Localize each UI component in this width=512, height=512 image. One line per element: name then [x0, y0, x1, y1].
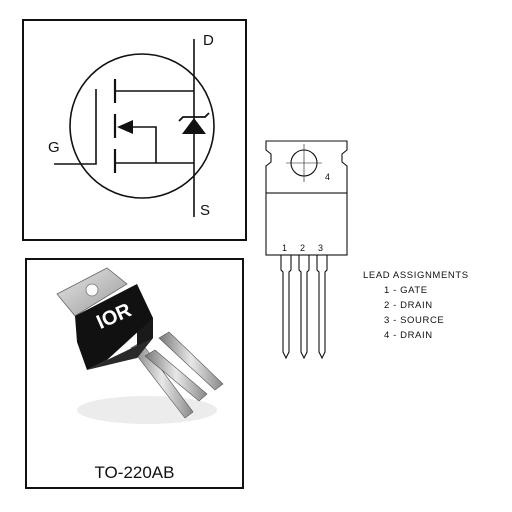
tab-number-label: 4 [325, 172, 331, 182]
diode-cathode-bar [178, 112, 210, 122]
symbol-circle [69, 53, 215, 199]
lead-3 [158, 331, 224, 391]
source-label: S [200, 202, 211, 219]
lead-outline-1 [280, 255, 292, 360]
lead-number-3: 3 [318, 243, 324, 253]
lead-number-1: 1 [282, 243, 288, 253]
body-arrow-icon [117, 120, 133, 134]
body-outline [265, 192, 348, 256]
mosfet-symbol-panel: D G S [22, 19, 247, 241]
lead-number-2: 2 [300, 243, 306, 253]
lead-outline-3 [316, 255, 328, 360]
lead-assignments: LEAD ASSIGNMENTS 1 - GATE 2 - DRAIN 3 - … [363, 268, 493, 343]
tab-hole [85, 283, 99, 297]
gate-lead [54, 89, 97, 165]
package-photo-panel: IOR TO-220AB [25, 258, 244, 489]
lead-2 [144, 349, 208, 402]
tab-outline [265, 140, 348, 194]
lead-assignment-3: 3 - SOURCE [384, 315, 445, 326]
lead-assignment-1: 1 - GATE [384, 285, 428, 296]
mosfet-symbol-diagram [54, 39, 215, 217]
body-connection [124, 126, 157, 163]
drain-label: D [203, 32, 214, 49]
lead-outline-2 [298, 255, 310, 360]
lead-assignment-2: 2 - DRAIN [384, 300, 433, 311]
package-leads [130, 331, 224, 419]
package-body-bottom [87, 338, 153, 370]
gate-label: G [48, 139, 60, 156]
lead-assignment-4: 4 - DRAIN [384, 330, 433, 341]
lead-assignments-title: LEAD ASSIGNMENTS [363, 270, 469, 281]
package-body [75, 284, 153, 370]
to220-package-illustration: IOR [56, 267, 224, 424]
package-name: TO-220AB [94, 463, 175, 482]
body-diode-icon [182, 118, 206, 134]
